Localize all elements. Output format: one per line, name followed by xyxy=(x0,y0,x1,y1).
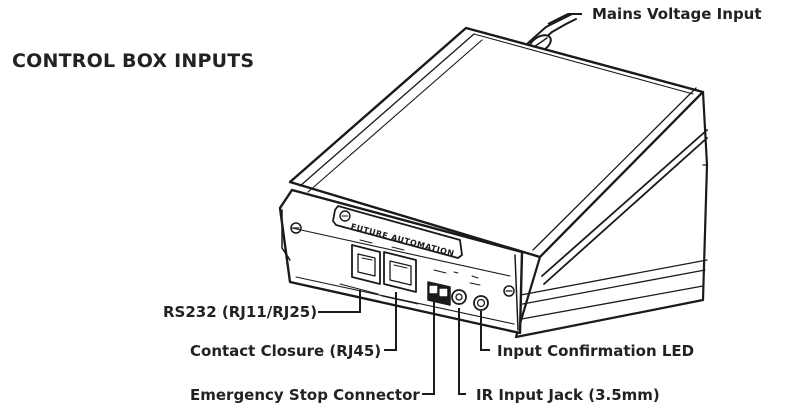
mains-leader xyxy=(547,13,582,25)
ir-jack-label: IR Input Jack (3.5mm) xyxy=(476,386,660,404)
estop-leader xyxy=(422,300,435,395)
rj45-port xyxy=(383,251,417,293)
page-title: CONTROL BOX INPUTS xyxy=(12,50,255,72)
brand-plate xyxy=(332,205,463,259)
ir-leader xyxy=(458,308,466,395)
rs232-label: RS232 (RJ11/RJ25) xyxy=(163,303,318,321)
estop-terminal xyxy=(427,281,451,306)
led-leader xyxy=(480,311,490,351)
callout-lines xyxy=(318,13,582,395)
input-led xyxy=(473,295,489,311)
contact-closure-label: Contact Closure (RJ45) xyxy=(190,342,382,360)
mains-voltage-label: Mains Voltage Input xyxy=(592,5,762,23)
rj11-port xyxy=(351,244,381,285)
rs232-leader xyxy=(318,290,361,313)
ir-jack xyxy=(451,289,467,305)
emergency-stop-label: Emergency Stop Connector xyxy=(190,386,420,404)
contact-leader xyxy=(384,292,397,351)
input-led-label: Input Confirmation LED xyxy=(497,342,695,360)
